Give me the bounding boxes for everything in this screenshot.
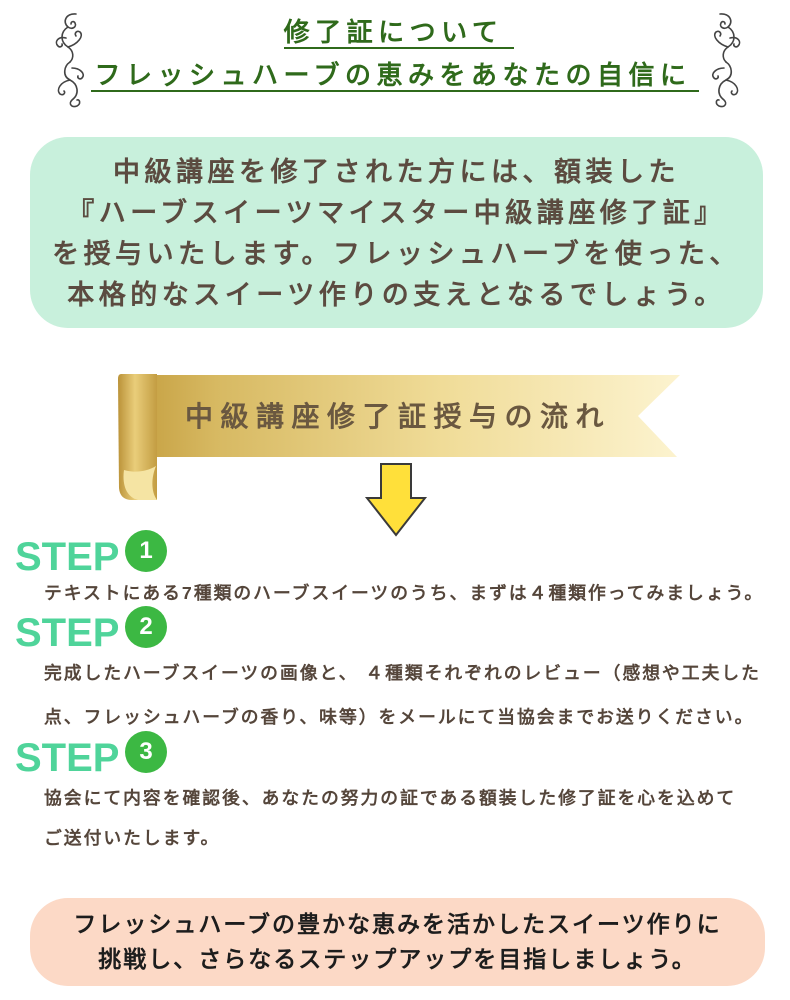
step-description-line: 協会にて内容を確認後、あなたの努力の証である額装した修了証を心を込めて: [44, 788, 737, 808]
intro-line: を授与いたします。フレッシュハーブを使った、: [52, 239, 741, 269]
step-description-line: テキストにある7種類のハーブスイーツのうち、まずは４種類作ってみましょう。: [44, 583, 765, 603]
page-title-row: 修了証について: [0, 17, 790, 49]
step-number-badge: 3: [125, 731, 167, 773]
intro-panel: 中級講座を修了された方には、額装した 『ハーブスイーツマイスター中級講座修了証』…: [30, 137, 763, 328]
page-tagline: フレッシュハーブの恵みをあなたの自信に: [90, 60, 700, 92]
closing-line: 挑戦し、さらなるステップアップを目指しましょう。: [98, 946, 697, 972]
step-description: テキストにある7種類のハーブスイーツのうち、まずは４種類作ってみましょう。: [44, 581, 764, 605]
ribbon-curl: [123, 466, 157, 500]
down-arrow-icon: [364, 463, 428, 537]
step-description-line: ご送付いたします。: [44, 828, 221, 848]
closing-panel: フレッシュハーブの豊かな恵みを活かしたスイーツ作りに 挑戦し、さらなるステップア…: [30, 898, 765, 986]
flow-banner-title: 中級講座修了証授与の流れ: [184, 401, 611, 432]
step-label: STEP: [15, 611, 120, 655]
step-label: STEP: [15, 736, 120, 780]
step-description-line: 点、フレッシュハーブの香り、味等）をメールにて当協会までお送りください。: [44, 707, 755, 727]
step-number-badge: 2: [125, 606, 167, 648]
step-description: 完成したハーブスイーツの画像と、 ４種類それぞれのレビュー（感想や工夫した 点、…: [44, 651, 761, 739]
intro-line: 中級講座を修了された方には、額装した: [113, 157, 680, 187]
intro-line: 本格的なスイーツ作りの支えとなるでしょう。: [67, 280, 726, 310]
intro-line: 『ハーブスイーツマイスター中級講座修了証』: [67, 198, 726, 228]
flourish-right-icon: [711, 13, 741, 108]
flow-banner: [118, 374, 680, 500]
closing-line: フレッシュハーブの豊かな恵みを活かしたスイーツ作りに: [73, 911, 722, 937]
step-number-badge: 1: [125, 530, 167, 572]
flourish-left-icon: [55, 13, 85, 108]
page-tagline-row: フレッシュハーブの恵みをあなたの自信に: [0, 60, 790, 92]
step-description: 協会にて内容を確認後、あなたの努力の証である額装した修了証を心を込めて ご送付い…: [44, 778, 736, 858]
step-label: STEP: [15, 535, 120, 579]
ribbon-roll: [118, 374, 157, 500]
page-title: 修了証について: [283, 17, 515, 49]
step-description-line: 完成したハーブスイーツの画像と、 ４種類それぞれのレビュー（感想や工夫した: [44, 663, 761, 683]
ribbon-band: [153, 375, 680, 457]
